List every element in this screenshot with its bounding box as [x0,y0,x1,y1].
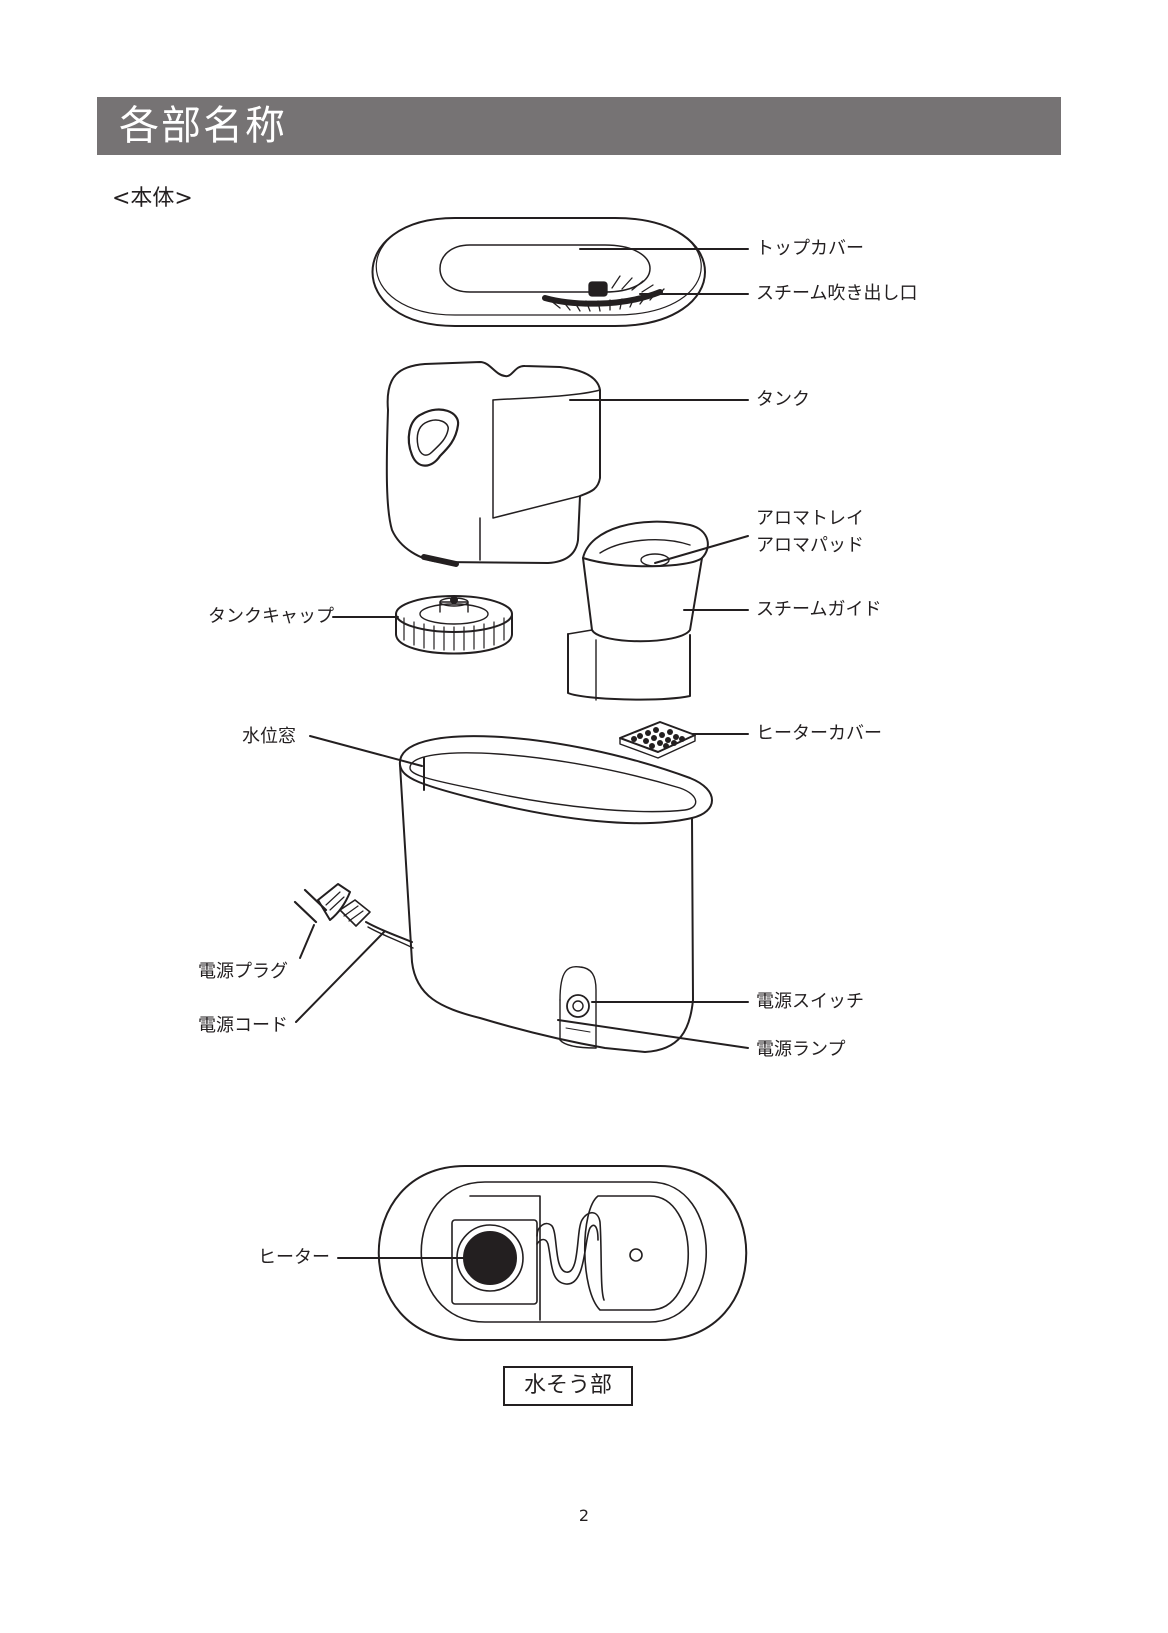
label-power-switch: 電源スイッチ [756,991,864,1013]
heater-cover-drawing [620,722,695,758]
label-water-window: 水位窓 [242,726,296,748]
label-tank: タンク [756,389,810,411]
leader-lines [296,249,748,1258]
label-heater: ヒーター [258,1247,330,1269]
label-heater-cover: ヒーターカバー [756,723,882,745]
label-aroma-tray: アロマトレイ [756,508,864,530]
water-tank-caption: 水そう部 [503,1366,633,1406]
plug-drawing [295,884,413,948]
label-steam-guide: スチームガイド [756,599,881,621]
label-power-lamp: 電源ランプ [756,1039,845,1061]
label-steam-outlet: スチーム吹き出し口 [756,283,917,305]
tank-cap-drawing [396,596,512,654]
tank-drawing [387,362,600,564]
label-top-cover: トップカバー [756,238,864,260]
top-cover-drawing [373,218,706,326]
main-body-drawing [400,736,712,1052]
label-tank-cap: タンクキャップ [208,606,334,628]
water-tank-plan [379,1166,747,1340]
label-aroma-pad: アロマパッド [756,535,864,557]
page-number: 2 [0,1506,1168,1525]
label-power-plug: 電源プラグ [198,961,288,983]
label-power-cord: 電源コード [198,1015,288,1037]
